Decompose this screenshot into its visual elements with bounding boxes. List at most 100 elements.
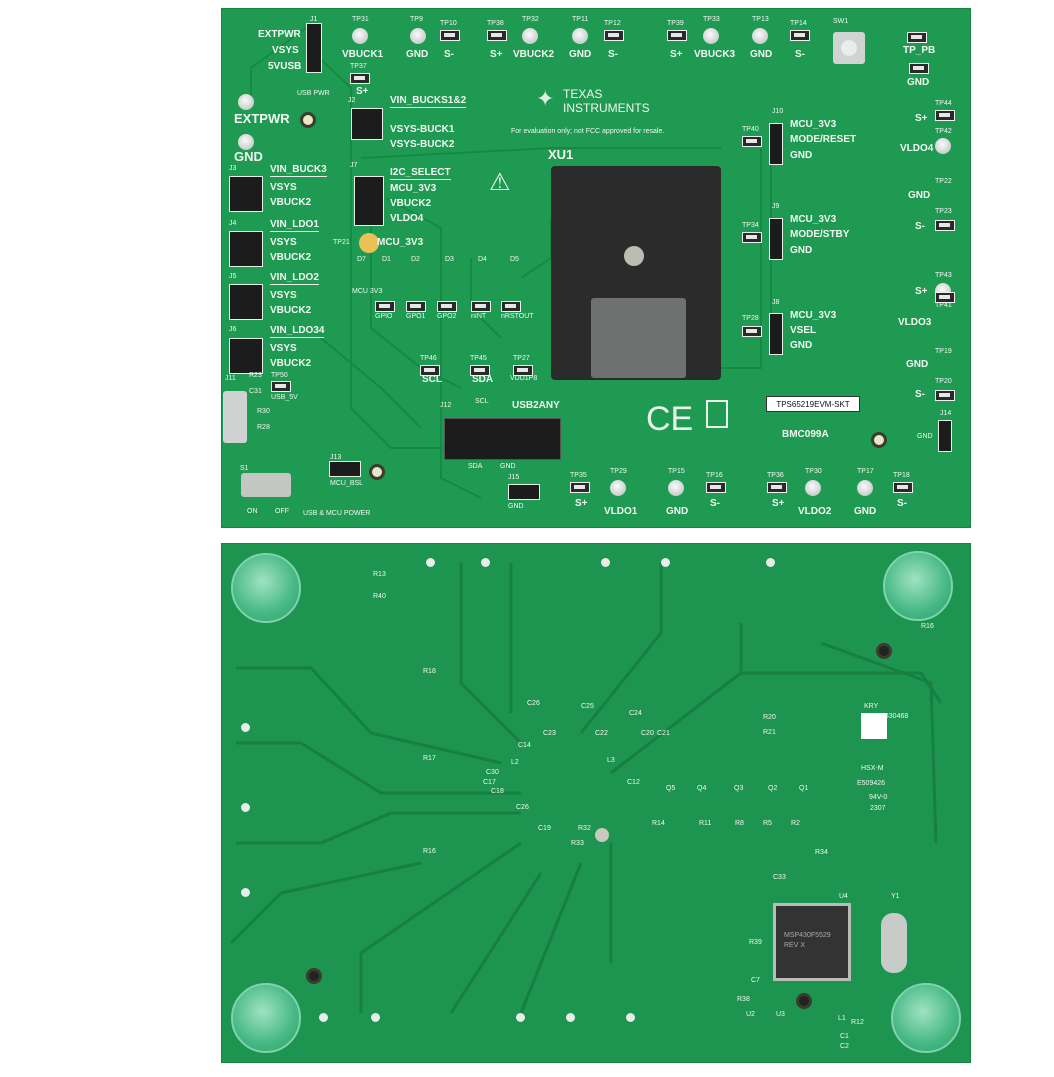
- jumper-j5[interactable]: [229, 284, 263, 320]
- test-point-loop[interactable]: [742, 326, 762, 337]
- test-point[interactable]: [352, 28, 368, 44]
- test-point-tp21[interactable]: [359, 233, 379, 253]
- test-point[interactable]: [238, 134, 254, 150]
- test-point-loop[interactable]: [375, 301, 395, 312]
- hot-surface-warning-icon: ⚠: [489, 169, 511, 196]
- silkscreen-label: VBUCK2: [513, 49, 555, 60]
- test-point-loop[interactable]: [501, 301, 521, 312]
- mounting-hole: [306, 968, 322, 984]
- jumper-j13[interactable]: [329, 461, 361, 477]
- test-point-loop[interactable]: [471, 301, 491, 312]
- test-point[interactable]: [703, 28, 719, 44]
- test-point-loop[interactable]: [909, 63, 929, 74]
- push-button-sw1[interactable]: [833, 32, 865, 64]
- test-point-loop[interactable]: [350, 73, 370, 84]
- test-point[interactable]: [935, 138, 951, 154]
- jumper-j3[interactable]: [229, 176, 263, 212]
- test-point-loop[interactable]: [437, 301, 457, 312]
- test-point-loop[interactable]: [893, 482, 913, 493]
- silkscreen-label: C19: [538, 825, 551, 832]
- test-point-loop[interactable]: [706, 482, 726, 493]
- test-point-loop[interactable]: [513, 365, 533, 376]
- silkscreen-label: S+: [356, 86, 369, 97]
- test-point[interactable]: [752, 28, 768, 44]
- silkscreen-label: C18: [491, 788, 504, 795]
- silkscreen-label: R30: [257, 408, 270, 415]
- silkscreen-label: S-: [710, 498, 720, 509]
- test-point-loop[interactable]: [935, 390, 955, 401]
- silkscreen-label: D4: [478, 256, 487, 263]
- silkscreen-label: MODE/STBY: [790, 229, 850, 240]
- test-point-loop[interactable]: [271, 381, 291, 392]
- test-point-loop[interactable]: [470, 365, 490, 376]
- power-switch-s1[interactable]: [241, 473, 291, 497]
- silkscreen-label: D7: [357, 256, 366, 263]
- silkscreen-label: GND: [854, 506, 877, 517]
- test-point[interactable]: [572, 28, 588, 44]
- silkscreen-label: VSEL: [790, 325, 817, 336]
- silkscreen-label: R28: [257, 424, 270, 431]
- test-point-loop[interactable]: [907, 32, 927, 43]
- silkscreen-label: TP46: [420, 355, 437, 362]
- jumper-j14[interactable]: [938, 420, 952, 452]
- silkscreen-label: TP36: [767, 472, 784, 479]
- test-point[interactable]: [610, 480, 626, 496]
- silkscreen-label: TP38: [487, 20, 504, 27]
- test-point-loop[interactable]: [767, 482, 787, 493]
- test-point-loop[interactable]: [935, 110, 955, 121]
- test-point-loop[interactable]: [604, 30, 624, 41]
- test-point[interactable]: [410, 28, 426, 44]
- test-point[interactable]: [522, 28, 538, 44]
- test-point-loop[interactable]: [406, 301, 426, 312]
- jumper-j1[interactable]: [306, 23, 322, 73]
- usb-connector-j11[interactable]: [223, 391, 247, 443]
- silkscreen-label: TP42: [935, 128, 952, 135]
- pcb-top-side: TPS65219EVM-SKT CE ⚠ ✦ TEXAS INSTRUMENTS…: [221, 8, 971, 528]
- screw: [595, 828, 609, 842]
- jumper-j4[interactable]: [229, 231, 263, 267]
- silkscreen-label: VSYS: [270, 237, 297, 248]
- jumper-j10[interactable]: [769, 123, 783, 165]
- jumper-j6[interactable]: [229, 338, 263, 374]
- silkscreen-label: TP10: [440, 20, 457, 27]
- silkscreen-label: USB PWR: [297, 90, 330, 97]
- usb2any-header-j12[interactable]: [444, 418, 561, 460]
- silkscreen-label: TP11: [572, 16, 589, 23]
- test-point[interactable]: [238, 94, 254, 110]
- test-point-loop[interactable]: [742, 232, 762, 243]
- test-point-loop[interactable]: [440, 30, 460, 41]
- silkscreen-label: J4: [229, 220, 237, 227]
- silkscreen-label: S+: [915, 286, 928, 297]
- silkscreen-label: R17: [423, 755, 436, 762]
- jumper-j15[interactable]: [508, 484, 540, 500]
- silkscreen-label: TP34: [742, 222, 759, 229]
- test-point[interactable]: [805, 480, 821, 496]
- silkscreen-label: TP44: [935, 100, 952, 107]
- test-point-loop[interactable]: [420, 365, 440, 376]
- silkscreen-label: U2: [746, 1011, 755, 1018]
- silkscreen-label: TP20: [935, 378, 952, 385]
- test-point-loop[interactable]: [742, 136, 762, 147]
- test-point-loop[interactable]: [667, 30, 687, 41]
- test-point[interactable]: [857, 480, 873, 496]
- jumper-j9[interactable]: [769, 218, 783, 260]
- ic-socket-xu1[interactable]: [551, 166, 721, 380]
- jumper-j8[interactable]: [769, 313, 783, 355]
- test-point-loop[interactable]: [935, 292, 955, 303]
- crystal-y1: [881, 913, 907, 973]
- silkscreen-label: TP14: [790, 20, 807, 27]
- test-point[interactable]: [668, 480, 684, 496]
- silkscreen-label: GND: [908, 190, 931, 201]
- test-point-loop[interactable]: [790, 30, 810, 41]
- silkscreen-label: BMC099A: [782, 429, 829, 440]
- test-point-loop[interactable]: [487, 30, 507, 41]
- jumper-j2[interactable]: [351, 108, 383, 140]
- test-point-loop[interactable]: [935, 220, 955, 231]
- test-point-loop[interactable]: [570, 482, 590, 493]
- silkscreen-label: VSYS: [272, 45, 299, 56]
- jumper-j7[interactable]: [354, 176, 384, 226]
- silkscreen-label: TP16: [706, 472, 723, 479]
- silkscreen-label: D2: [411, 256, 420, 263]
- silkscreen-label: C22: [595, 730, 608, 737]
